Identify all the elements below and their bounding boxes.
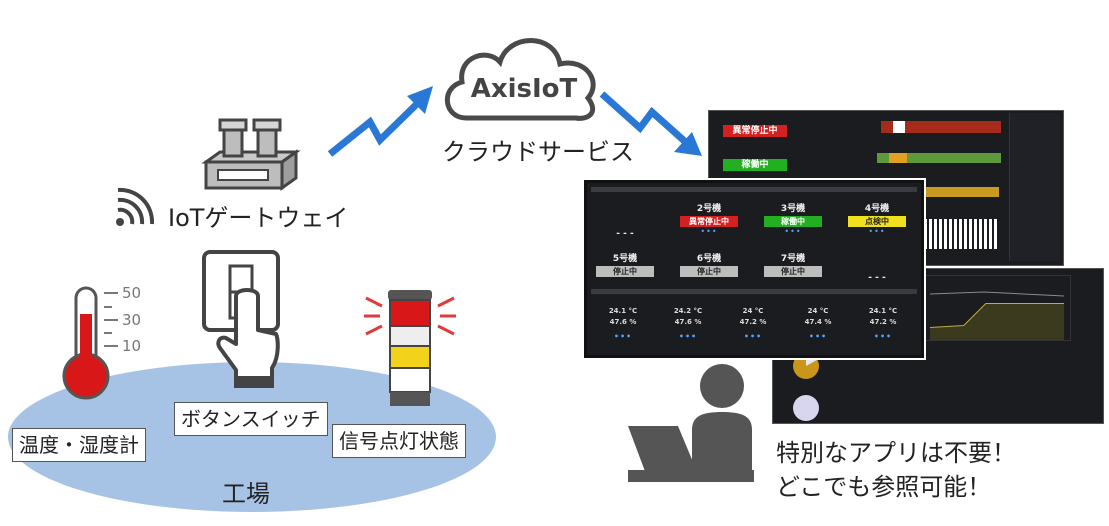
button-label: ボタンスイッチ [174, 402, 328, 436]
timeline-bar-2-gap [889, 153, 907, 163]
more-icon[interactable]: ••• [743, 332, 763, 341]
machine-status-7: 停止中 [764, 266, 822, 277]
sensor-cell-1: 24.1 °C 47.6 % ••• [591, 307, 655, 341]
dashboard-front: - - - 2号機 異常停止中 ••• 3号機 稼働中 ••• 4号機 点検中 … [582, 178, 926, 360]
machine-grid: - - - 2号機 異常停止中 ••• 3号機 稼働中 ••• 4号機 点検中 … [591, 195, 917, 287]
thermometer-icon [62, 286, 110, 400]
more-icon[interactable]: ••• [700, 227, 718, 236]
machine-name-2: 2号機 [696, 204, 722, 214]
sensor-cell-3: 24 °C 47.2 % ••• [721, 307, 785, 341]
machine-name-5: 5号機 [612, 254, 638, 264]
sensor-header [591, 289, 917, 294]
more-icon[interactable]: ••• [868, 227, 886, 236]
more-icon[interactable]: ••• [678, 332, 698, 341]
cloud-caption: クラウドサービス [442, 138, 634, 166]
message: 特別なアプリは不要！ どこでも参照可能！ [776, 436, 1016, 504]
sensor-cell-5: 24.1 °C 47.2 % ••• [851, 307, 915, 341]
sensor-hum-4: 47.4 % [804, 318, 832, 326]
more-icon[interactable]: ••• [784, 227, 802, 236]
machine-status-4: 点検中 [848, 216, 906, 227]
pie-chart-2 [793, 395, 819, 421]
cloud-icon [444, 38, 596, 121]
user-at-laptop-icon [628, 364, 754, 482]
sensor-row: 24.1 °C 47.6 % ••• 24.2 °C 47.6 % ••• 24… [591, 297, 917, 351]
line-chart-panel [923, 275, 1071, 341]
timeline-bar-1 [881, 121, 1001, 133]
machine-cell-6: 6号機 停止中 [677, 251, 741, 277]
status-red-badge: 異常停止中 [723, 125, 787, 137]
thermo-label: 温度・湿度計 [12, 428, 146, 462]
sensor-temp-1: 24.1 °C [608, 307, 638, 315]
sensor-temp-2: 24.2 °C [673, 307, 703, 315]
button-switch-icon [202, 250, 280, 388]
scale-label-50: 50 [122, 284, 142, 302]
gateway-label: IoTゲートウェイ [168, 204, 349, 232]
machine-status-1: - - - [616, 229, 634, 239]
side-panel [1009, 113, 1060, 261]
message-line-2: どこでも参照可能！ [776, 473, 992, 501]
sensor-hum-1: 47.6 % [609, 318, 637, 326]
timeline-bar-1-gap [893, 121, 905, 133]
dashboard-front-header [591, 187, 917, 192]
sensor-temp-3: 24 °C [742, 307, 764, 315]
sensor-temp-5: 24.1 °C [868, 307, 898, 315]
machine-status-6: 停止中 [680, 266, 738, 277]
sensor-cell-4: 24 °C 47.4 % ••• [786, 307, 850, 341]
message-line-1: 特別なアプリは不要！ [776, 439, 1016, 467]
machine-cell-8: - - - [845, 265, 909, 284]
machine-status-3: 稼働中 [764, 216, 822, 227]
machine-cell-3: 3号機 稼働中 ••• [761, 201, 825, 236]
gateway-icon [201, 118, 301, 191]
sensor-cell-2: 24.2 °C 47.6 % ••• [656, 307, 720, 341]
machine-cell-2: 2号機 異常停止中 ••• [677, 201, 741, 236]
machine-status-2: 異常停止中 [680, 216, 738, 227]
machine-name-4: 4号機 [864, 204, 890, 214]
downlink-arrow [599, 91, 702, 156]
machine-name-7: 7号機 [780, 254, 806, 264]
scale-label-30: 30 [122, 311, 142, 329]
uplink-arrow [327, 86, 433, 157]
machine-status-5: 停止中 [596, 266, 654, 277]
signal-tower-icon [364, 290, 456, 406]
machine-cell-4: 4号機 点検中 ••• [845, 201, 909, 236]
cloud-logo: AxisIoT [470, 74, 578, 104]
machine-cell-7: 7号機 停止中 [761, 251, 825, 277]
more-icon[interactable]: ••• [873, 332, 893, 341]
signal-label: 信号点灯状態 [332, 424, 466, 458]
machine-name-6: 6号機 [696, 254, 722, 264]
machine-status-8: - - - [868, 273, 886, 283]
sensor-hum-5: 47.2 % [869, 318, 897, 326]
sensor-hum-2: 47.6 % [674, 318, 702, 326]
status-green-badge: 稼働中 [723, 159, 787, 171]
timeline-bar-4 [919, 219, 999, 249]
machine-name-3: 3号機 [780, 204, 806, 214]
more-icon[interactable]: ••• [613, 332, 633, 341]
timeline-bar-2 [877, 153, 1001, 163]
sensor-hum-3: 47.2 % [739, 318, 767, 326]
sensor-temp-4: 24 °C [807, 307, 829, 315]
factory-label: 工場 [222, 480, 270, 508]
more-icon[interactable]: ••• [808, 332, 828, 341]
machine-cell-1: - - - [593, 221, 657, 240]
wifi-icon [116, 187, 154, 226]
machine-cell-5: 5号機 停止中 [593, 251, 657, 277]
scale-label-10: 10 [122, 337, 142, 355]
timeline-bar-3 [919, 187, 999, 197]
